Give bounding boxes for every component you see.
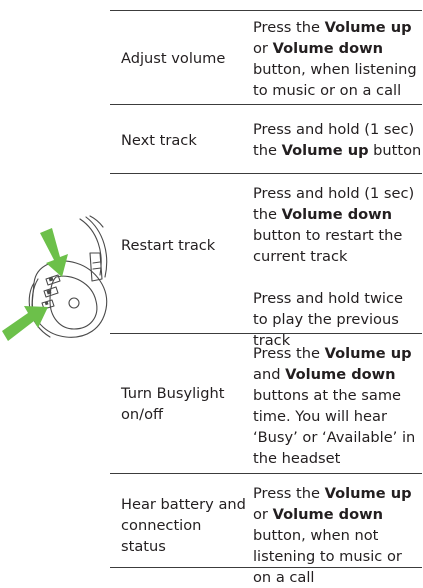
instruction-text: Press the Volume up or Volume down butto… — [253, 19, 417, 99]
table-row-battery-status: Hear battery and connection status Press… — [110, 473, 422, 586]
action-label: Restart track — [121, 237, 216, 254]
instruction-text: Press and hold (1 sec) the Volume down b… — [253, 185, 415, 265]
table-row-restart-track: Restart track Press and hold (1 sec) the… — [110, 173, 422, 349]
action-label: Adjust volume — [121, 50, 226, 67]
instructions-cell: Press and hold (1 sec) the Volume up but… — [253, 119, 422, 161]
volume-up-arrow-icon — [40, 228, 68, 277]
action-label: Turn Busylight on/off — [121, 385, 225, 423]
instruction-text: Press the Volume up or Volume down butto… — [253, 485, 412, 586]
instruction-text: Press the Volume up and Volume down butt… — [253, 345, 416, 467]
instructions-cell: Press and hold (1 sec) the Volume down b… — [253, 183, 422, 351]
table-row-adjust-volume: Adjust volume Press the Volume up or Vol… — [110, 10, 422, 105]
action-label: Hear battery and connection status — [121, 496, 246, 555]
instructions-cell: Press the Volume up or Volume down butto… — [253, 483, 422, 588]
action-label: Next track — [121, 132, 197, 149]
headset-earcup-illustration — [2, 215, 108, 341]
instruction-text-secondary: Press and hold twice to play the previou… — [253, 290, 403, 349]
volume-down-arrow-icon — [2, 306, 48, 341]
instruction-text: Press and hold (1 sec) the Volume up but… — [253, 121, 422, 159]
table-row-busylight: Turn Busylight on/off Press the Volume u… — [110, 333, 422, 474]
instructions-cell: Press the Volume up and Volume down butt… — [253, 343, 422, 469]
table-row-next-track: Next track Press and hold (1 sec) the Vo… — [110, 104, 422, 174]
instructions-cell: Press the Volume up or Volume down butto… — [253, 17, 422, 101]
